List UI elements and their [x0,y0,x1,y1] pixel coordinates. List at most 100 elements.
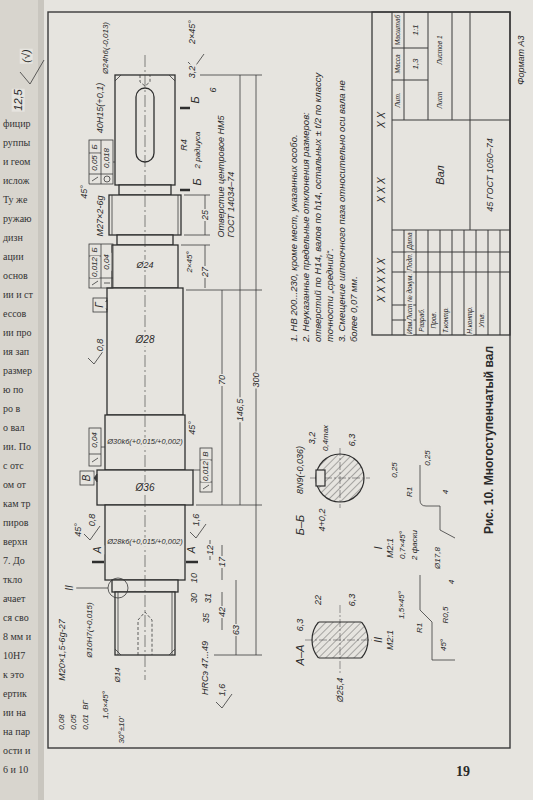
dimension-text: 0,05 [69,713,78,731]
title-block-text: Х Х Х Х Х [376,257,388,303]
title-block-text: Т.контр. [442,306,449,334]
dimension-text: 42 [217,606,227,618]
page-fragment: Ту же [2,194,28,206]
page-fragment: к это [2,669,25,681]
dimension-text: В [81,474,93,483]
dimension-text: II [64,584,76,592]
dimension-text: 2 фаски [410,529,419,561]
title-block-text: Масса [394,53,401,74]
dimension-text: 35 [201,612,211,624]
page-fragment: ислож [2,175,30,187]
dimension-text: 0,05 [90,154,99,172]
note-text: 2. Неуказанные предельные отклонения раз… [300,67,336,342]
dimension-text: 12,5 [12,88,25,111]
dimension-text: Ø17,8 [433,546,442,570]
dimension-text: Ø28 [135,334,156,346]
dimension-text: Отверстие центровое НМ5 ГОСТ 14034–74 [216,112,237,239]
dimension-text: 45° [79,184,89,200]
dimension-text: 30 [189,592,199,604]
title-block-text: Утв. [478,312,485,329]
page-fragment: пиров [2,517,29,529]
dimension-text: R0,5 [441,606,450,625]
dimension-text: Б [90,143,99,150]
dimension-text: 0,08 [57,713,66,731]
dimension-text: 4 [447,579,456,585]
page-fragment: размер [2,365,33,377]
dimension-text: 6 [208,86,218,93]
note-text: 1. HB 200...230, кроме мест, указанных о… [288,67,300,342]
dimension-text: 70 [217,374,227,386]
dimension-text: В [201,450,210,457]
page-fragment: ся сво [2,612,30,624]
dimension-text: 2×45° [185,250,194,273]
dimension-text: II [372,636,385,644]
dimension-text: 0,8 [95,338,105,353]
title-block-text: Вал [434,164,447,186]
page-fragment: 10Н7 [2,650,26,662]
page-fragment: верхн [2,536,28,548]
title-block-text: 1,3 [411,57,420,70]
title-block-text: Формат А3 [516,34,526,85]
page-fragment: ии на [2,707,27,719]
dimension-text: 0,4max [321,424,330,452]
dimension-text: 45° [187,420,197,436]
dimension-text: 0,012 [90,256,99,278]
note-text: 3. Смещение шпоночного паза относительно… [336,67,360,342]
dimension-text: R4 [179,138,189,152]
page-fragment: дизн [2,232,24,244]
dimension-text: 3,2 [187,65,197,80]
dimension-text: 0,04 [90,431,99,449]
title-block-text: Лист [406,303,413,322]
dimension-text: 1,6 [191,513,201,528]
page-fragment: 6 и 10 [2,764,29,776]
dimension-text: М20×1,5-6g-27 [57,618,67,681]
page-fragment: на пар [2,726,31,738]
page-fragment: ертик [2,688,28,700]
dimension-text: 0,018 [102,147,111,169]
page-fragment: о вал [2,422,26,434]
title-block-text: Лист [436,91,443,110]
dimension-text: R1 [415,622,424,634]
page-fragment: 8 мм и [2,631,32,643]
dimension-text: Ø24h6(-0,013) [101,21,110,75]
title-block-text: Пров. [430,310,437,329]
dimension-text: А [186,546,198,555]
page-fragment: основ [2,270,29,282]
title-block-text: Изм. [406,319,413,335]
dimension-text: (√) [20,48,33,63]
dimension-text: 27 [200,266,210,278]
dimension-text: 0,25 [423,449,432,467]
dimension-text: 40H15(+0,1) [95,82,105,134]
dimension-text: Ø36 [135,482,156,494]
page-fragment: ом от [2,479,27,491]
notes-block: 1. HB 200...230, кроме мест, указанных о… [288,67,360,342]
title-block-text: Х Х [376,111,388,129]
dimension-text: Ø28k6(+0,015/+0,002) [106,538,183,547]
page-fragment: ии. По [2,441,32,453]
title-block-text: Листов 1 [436,34,443,65]
page-fragment: ачает [2,593,26,605]
dimension-text: 6,3 [347,593,357,608]
title-block-text: Разраб. [418,307,425,333]
page-fragment: ации [2,251,25,263]
dimension-text: М2:1 [385,537,395,559]
dimension-text: 12 [205,544,215,556]
page-fragment: ии про [2,327,33,339]
dimension-text: 31 [203,592,213,604]
dimension-text: 300 [251,371,261,388]
page-fragment: ткло [2,574,23,586]
dimension-text: Г [94,301,106,308]
dimension-text: HRCэ 47...49 [200,640,210,696]
page-fragment: ю по [2,384,24,396]
dimension-text: Ø10H7(+0,015) [85,601,94,658]
dimension-text: 8N9(-0,036) [295,445,305,495]
dimension-text: 4 [441,489,450,495]
dimension-text: 1,6 [217,683,227,698]
page-fragment: кам тр [2,498,31,510]
page-fragment: ружаю [2,213,33,225]
title-block-text: Н.контр. [466,305,473,335]
dimension-text: 25 [200,209,210,221]
dimension-text: Б [191,177,204,186]
dimension-text: 6,3 [347,433,357,448]
